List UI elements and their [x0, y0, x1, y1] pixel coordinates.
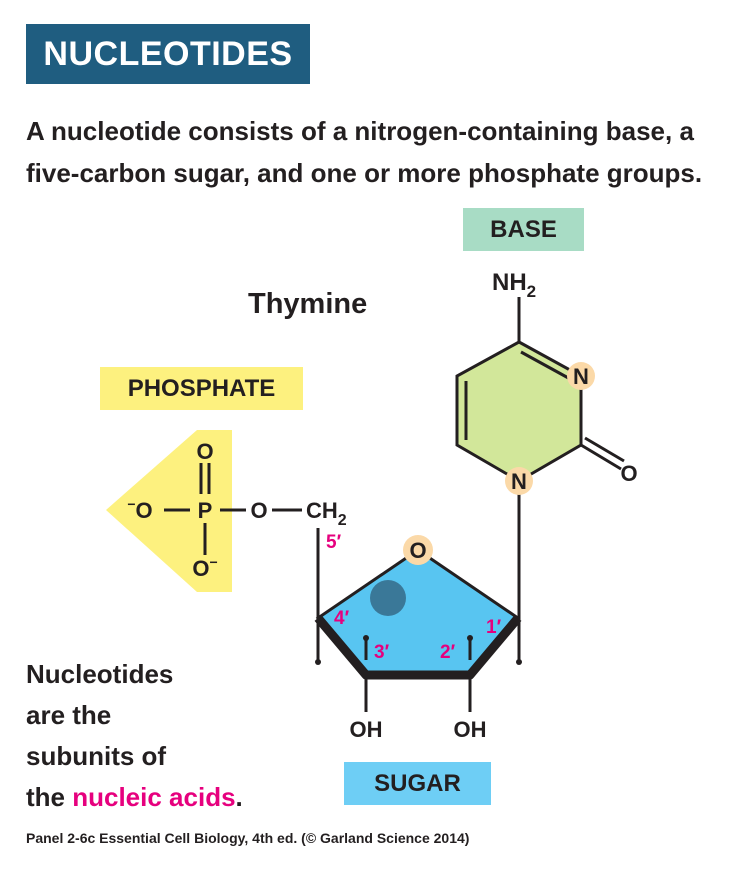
- sugar-o: O: [409, 538, 426, 563]
- figure-credit: Panel 2-6c Essential Cell Biology, 4th e…: [26, 830, 470, 846]
- phosphate-p: P: [198, 498, 213, 523]
- carbon-1-label: 1′: [486, 617, 502, 638]
- base-label: BASE: [463, 208, 584, 251]
- ring-n-top: N: [573, 364, 589, 389]
- carbon-2-label: 2′: [440, 642, 456, 663]
- summary-line-4-suffix: .: [235, 782, 243, 812]
- phosphate-label: PHOSPHATE: [100, 367, 303, 410]
- phosphate-o-top: O: [196, 439, 213, 464]
- sugar-o-circle: [403, 535, 433, 565]
- phosphate-o-bottom: O−: [192, 554, 217, 581]
- carbonyl-o: O: [620, 461, 637, 486]
- sugar-label: SUGAR: [344, 762, 491, 805]
- oh-left: OH: [350, 717, 383, 742]
- sugar-front-edge: [314, 615, 522, 680]
- summary-line-3: subunits of: [26, 741, 167, 771]
- base-double-bond-2: [520, 350, 573, 382]
- base-ring: [455, 340, 583, 483]
- marker-dot: [370, 580, 406, 616]
- carbon-4-label: 4′: [334, 608, 350, 629]
- ring-n-bottom-circle: [505, 467, 533, 495]
- carbonyl-bond-1: [580, 443, 622, 471]
- summary-line-2: are the: [26, 700, 112, 730]
- carbonyl-bond-2: [584, 436, 625, 463]
- c3-dot: [363, 635, 369, 641]
- intro-text: A nucleotide consists of a nitrogen-cont…: [26, 116, 703, 188]
- summary-line-1: Nucleotides: [26, 659, 174, 689]
- c2-dot: [467, 635, 473, 641]
- carbon-5-label: 5′: [326, 532, 342, 553]
- phosphate-o-left: −O: [127, 496, 152, 523]
- summary-text: Nucleotides are the subunits of the nucl…: [26, 654, 276, 818]
- base-name: Thymine: [248, 288, 368, 320]
- c1-dot: [516, 659, 522, 665]
- bridge-o: O: [250, 498, 267, 523]
- c5-dot: [315, 659, 321, 665]
- ch2-text: CH2: [306, 498, 347, 529]
- page-title: NUCLEOTIDES: [26, 24, 310, 84]
- oh-right: OH: [454, 717, 487, 742]
- nh2-text: NH2: [492, 269, 536, 301]
- ring-n-top-circle: [567, 362, 595, 390]
- ring-n-bottom: N: [511, 469, 527, 494]
- summary-line-4-prefix: the: [26, 782, 73, 812]
- nucleic-acids-highlight: nucleic acids: [72, 782, 236, 812]
- carbon-3-label: 3′: [374, 642, 390, 663]
